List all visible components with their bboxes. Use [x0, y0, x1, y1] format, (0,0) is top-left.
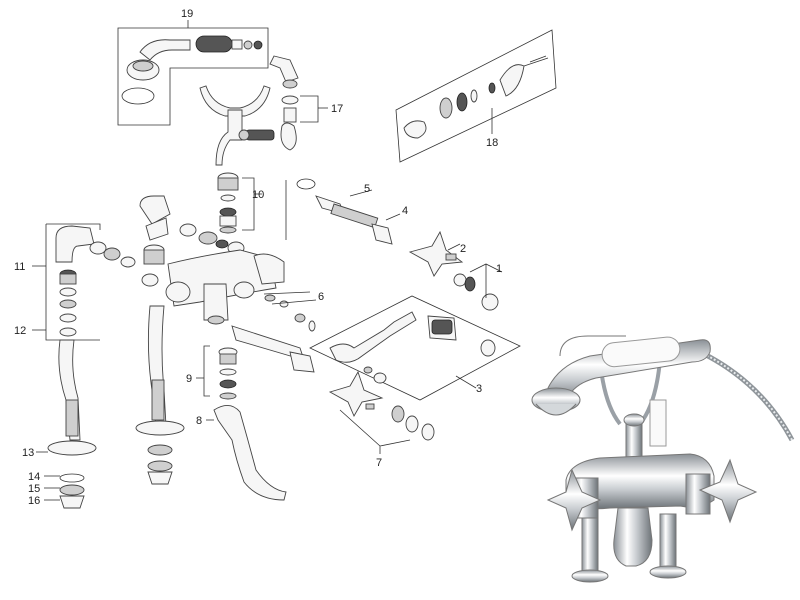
bath-spout — [613, 507, 653, 567]
cross-handle-group-2-1: 2 1 — [408, 230, 503, 311]
spout-group-9-8: 9 8 — [186, 345, 287, 501]
handset-white-grip — [601, 336, 681, 368]
callout-3: 3 — [476, 383, 482, 395]
riser-group-10: 10 — [217, 172, 264, 234]
group-19-frame — [117, 27, 269, 126]
handset-group-19: 19 — [117, 8, 269, 126]
callout-2: 2 — [460, 243, 466, 255]
cold-cross-handle — [698, 458, 758, 524]
lever-white-handle — [649, 399, 667, 447]
callout-12: 12 — [14, 325, 26, 337]
wall-bracket-group-18: 18 — [395, 29, 557, 163]
group-6: 6 — [263, 291, 324, 332]
group-18-frame — [395, 29, 557, 163]
handset-cradle — [199, 85, 275, 166]
callout-1: 1 — [496, 263, 502, 275]
callout-5: 5 — [364, 183, 370, 195]
valve-body — [139, 195, 285, 325]
callout-16: 16 — [28, 495, 40, 507]
callout-17: 17 — [331, 103, 343, 115]
group-17: 17 — [280, 95, 343, 151]
callout-7: 7 — [376, 457, 382, 469]
callout-4: 4 — [402, 205, 408, 217]
callout-13: 13 — [22, 447, 34, 459]
hose-elbow — [269, 55, 299, 89]
callout-18: 18 — [486, 137, 498, 149]
callout-15: 15 — [28, 483, 40, 495]
shower-hose — [694, 347, 795, 442]
callout-19: 19 — [181, 8, 193, 20]
callout-9: 9 — [186, 373, 192, 385]
lever-group-3: 3 — [231, 295, 521, 401]
callout-14: 14 — [28, 471, 40, 483]
callout-10: 10 — [252, 189, 264, 201]
cross-handle-group-7: 7 — [328, 370, 435, 469]
callout-8: 8 — [196, 415, 202, 427]
right-leg — [135, 305, 185, 485]
cartridge-group-5-4: 5 4 — [296, 178, 408, 245]
hot-cross-handle — [546, 468, 602, 532]
callout-6: 6 — [318, 291, 324, 303]
left-leg-group-11-12: 11 12 13 14 15 16 — [14, 223, 136, 509]
callout-11: 11 — [14, 261, 25, 273]
product-photo — [531, 335, 795, 583]
